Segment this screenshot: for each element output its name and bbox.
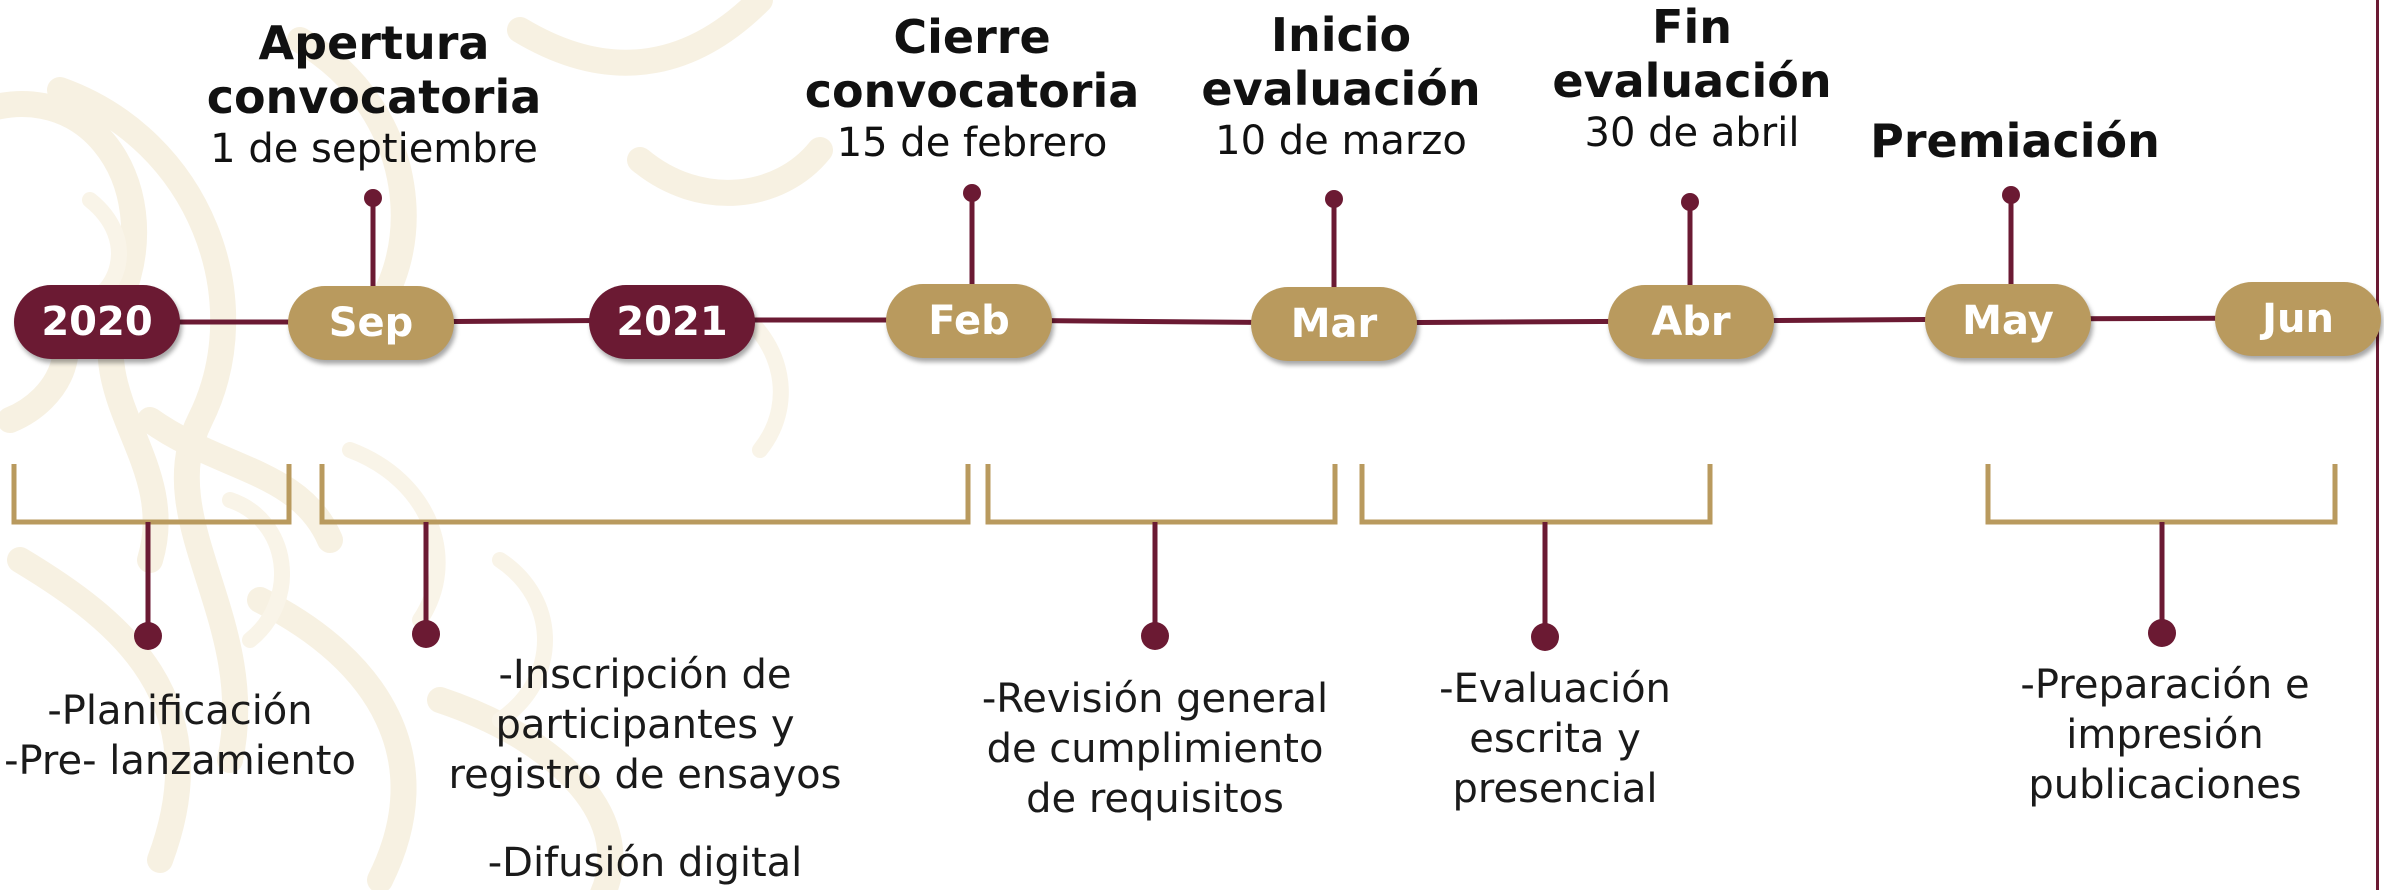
milestone-dot [1325, 190, 1343, 208]
milestone-fin: Fin evaluación 30 de abril [1492, 0, 1892, 158]
milestone-date: 10 de marzo [1215, 118, 1467, 164]
pill-label: 2021 [616, 299, 728, 345]
pill-2021: 2021 [589, 285, 755, 359]
pill-sep: Sep [288, 286, 454, 360]
phase-dot [2148, 619, 2176, 647]
milestone-apertura: Apertura convocatoria 1 de septiembre [174, 16, 574, 174]
phase-difusion: -Difusión digital [487, 840, 803, 886]
milestone-title: Fin evaluación [1552, 0, 1832, 108]
phase-dot [1141, 622, 1169, 650]
milestone-premiacion: Premiación [1815, 114, 2215, 168]
pill-label: Feb [928, 298, 1010, 344]
phase-bracket [319, 464, 971, 525]
phase-dot [134, 622, 162, 650]
right-edge-rule [2376, 0, 2379, 890]
phase-dot [412, 620, 440, 648]
pill-abr: Abr [1608, 285, 1774, 359]
pill-mar: Mar [1251, 287, 1417, 361]
pill-label: Mar [1290, 301, 1378, 347]
pill-label: May [1962, 298, 2054, 344]
pill-label: Abr [1651, 299, 1731, 345]
pill-label: Sep [328, 300, 414, 346]
milestone-title: Apertura convocatoria [206, 16, 542, 124]
phase-evaluacion: -Evaluación escrita y presencial [1439, 666, 1671, 812]
milestone-date: 15 de febrero [836, 120, 1108, 166]
phase-preparacion: -Preparación e impresión publicaciones [2020, 662, 2310, 808]
pill-2020: 2020 [14, 285, 180, 359]
phase-dot [1531, 623, 1559, 651]
milestone-date: 30 de abril [1584, 110, 1800, 156]
milestone-date: 1 de septiembre [210, 126, 538, 172]
pill-label: 2020 [41, 299, 153, 345]
phase-planificacion: -Planificación -Pre- lanzamiento [4, 688, 356, 784]
milestone-inicio: Inicio evaluación 10 de marzo [1141, 8, 1541, 166]
phase-bracket [11, 464, 292, 525]
milestone-dot [2002, 186, 2020, 204]
phase-bracket [1359, 464, 1713, 525]
milestone-title: Inicio evaluación [1201, 8, 1481, 116]
pill-jun: Jun [2215, 282, 2381, 356]
milestone-dot [1681, 193, 1699, 211]
pill-feb: Feb [886, 284, 1052, 358]
phase-revision: -Revisión general de cumplimiento de req… [981, 676, 1329, 822]
pill-may: May [1925, 284, 2091, 358]
milestone-cierre: Cierre convocatoria 15 de febrero [772, 10, 1172, 168]
pill-label: Jun [2262, 296, 2334, 342]
phase-bracket [1985, 464, 2338, 525]
phase-bracket [985, 464, 1338, 525]
milestone-dot [364, 189, 382, 207]
phase-inscripcion: -Inscripción de participantes y registro… [448, 652, 842, 798]
milestone-title: Cierre convocatoria [804, 10, 1140, 118]
milestone-title: Premiación [1870, 114, 2160, 168]
milestone-dot [963, 184, 981, 202]
